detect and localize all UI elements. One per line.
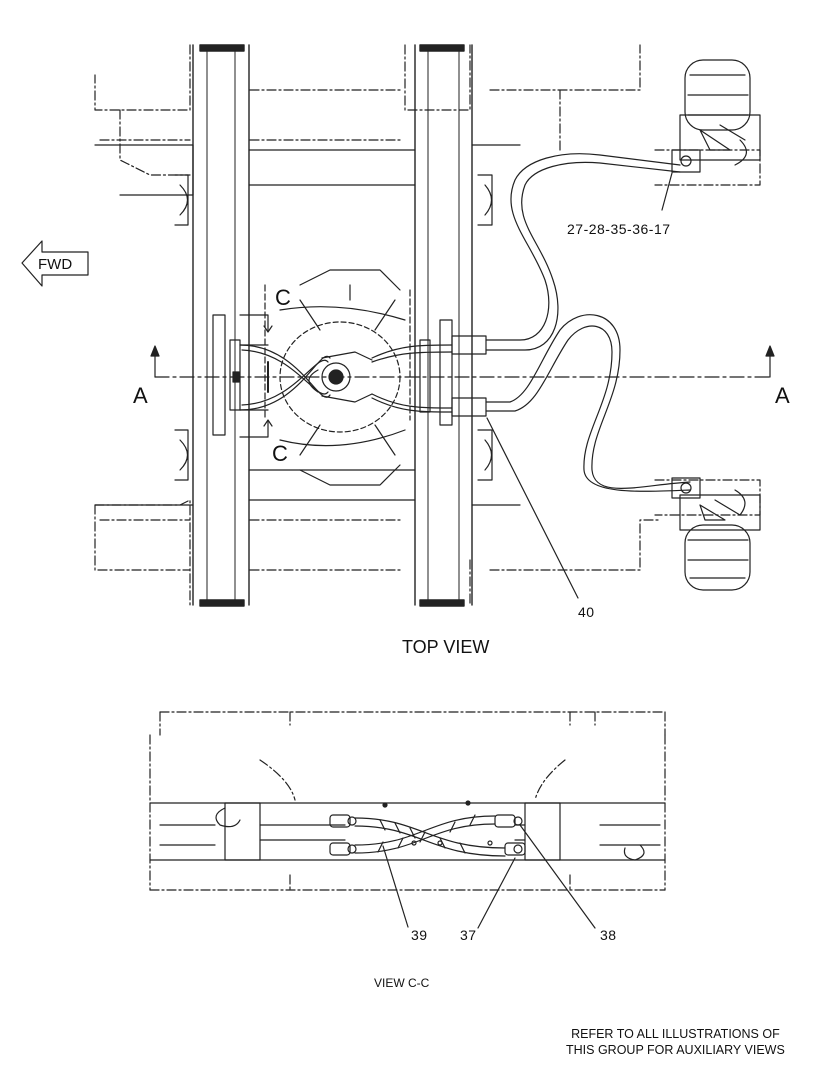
- auxiliary-views-note: REFER TO ALL ILLUSTRATIONS OF THIS GROUP…: [566, 1027, 785, 1058]
- top-right-brake-chamber: [671, 59, 761, 173]
- section-mark-a-left: A: [133, 383, 148, 408]
- note-line-2: THIS GROUP FOR AUXILIARY VIEWS: [566, 1042, 785, 1057]
- top-view-drawing: [21, 44, 775, 607]
- note-line-1: REFER TO ALL ILLUSTRATIONS OF: [571, 1027, 780, 1041]
- section-view-title: VIEW C-C: [374, 976, 430, 990]
- fwd-label: FWD: [38, 256, 73, 273]
- section-mark-c-top: C: [275, 285, 291, 310]
- section-mark-a-right: A: [775, 383, 790, 408]
- callout-38: 38: [600, 927, 617, 943]
- callout-assembly: 27-28-35-36-17: [567, 221, 671, 237]
- callout-40: 40: [578, 604, 595, 620]
- bottom-right-brake-chamber: [671, 477, 761, 591]
- callout-37: 37: [460, 927, 477, 943]
- fwd-arrow: [21, 240, 89, 287]
- callout-39: 39: [411, 927, 428, 943]
- section-mark-c-bottom: C: [272, 441, 288, 466]
- top-view-title: TOP VIEW: [402, 637, 490, 657]
- section-view-drawing: [149, 711, 666, 929]
